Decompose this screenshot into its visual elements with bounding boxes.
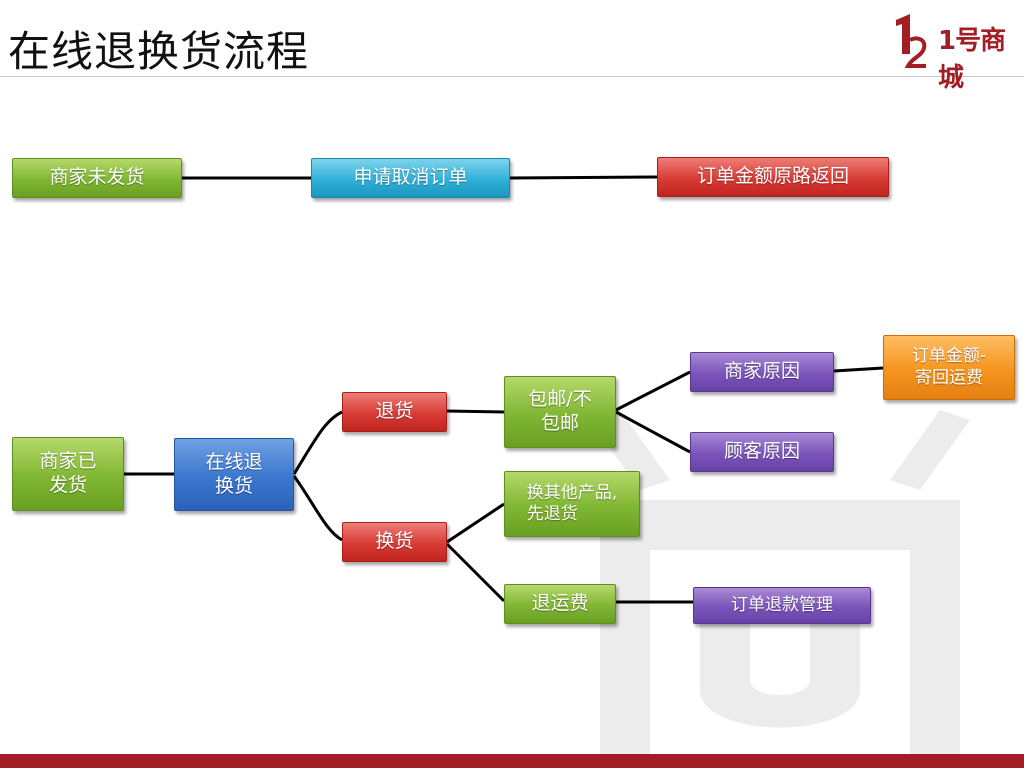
node-exchange-other-label: 换其他产品, 先退货 [526,482,618,524]
node-refund-original: 订单金额原路返回 [657,157,889,197]
node-amount-minus-shipping-label: 订单金额- 寄回运费 [911,346,987,388]
node-return-goods: 退货 [342,392,447,432]
edge-online-exchange [292,475,343,542]
node-online-return-exchange: 在线退 换货 [174,438,294,511]
edge-return-freeshipping [446,409,505,414]
node-customer-reason: 顾客原因 [690,432,834,472]
node-refund-shipping: 退运费 [504,584,616,624]
node-refund-management-label: 订单退款管理 [731,594,833,615]
node-apply-cancel-label: 申请取消订单 [353,166,468,189]
node-not-shipped-label: 商家未发货 [49,166,145,189]
node-shipped-label: 商家已 发货 [39,450,97,496]
node-shipped: 商家已 发货 [12,437,124,511]
edge-apply-cancel-refund-original [509,175,658,180]
node-merchant-reason-label: 商家原因 [723,360,800,383]
node-return-goods-label: 退货 [375,400,414,423]
node-free-shipping: 包邮/不 包邮 [504,376,616,448]
node-apply-cancel: 申请取消订单 [311,158,510,198]
brand-logo-icon [896,14,927,68]
edge-exchange-other [446,502,505,544]
node-refund-original-label: 订单金额原路返回 [696,165,849,188]
edge-merchant-amount [833,366,884,373]
edge-freeshipping-customer [615,410,691,454]
edge-online-return [292,410,343,475]
node-merchant-reason: 商家原因 [690,352,834,392]
node-customer-reason-label: 顾客原因 [723,440,800,463]
node-exchange-other: 换其他产品, 先退货 [504,471,640,537]
edge-freeshipping-merchant [615,370,691,412]
footer-bar [0,754,1024,768]
node-refund-shipping-label: 退运费 [531,592,589,615]
title-divider [0,76,1024,77]
node-online-return-exchange-label: 在线退 换货 [205,450,263,497]
node-not-shipped: 商家未发货 [12,158,182,198]
node-amount-minus-shipping: 订单金额- 寄回运费 [883,335,1015,400]
node-free-shipping-label: 包邮/不 包邮 [528,388,592,434]
edge-exchange-refundshipping [445,542,506,603]
brand-logo-text: 1号商城 [938,26,1006,93]
node-exchange-goods: 换货 [342,522,447,562]
node-refund-management: 订单退款管理 [693,587,871,624]
node-exchange-goods-label: 换货 [375,530,414,553]
page-title: 在线退换货流程 [8,27,310,76]
